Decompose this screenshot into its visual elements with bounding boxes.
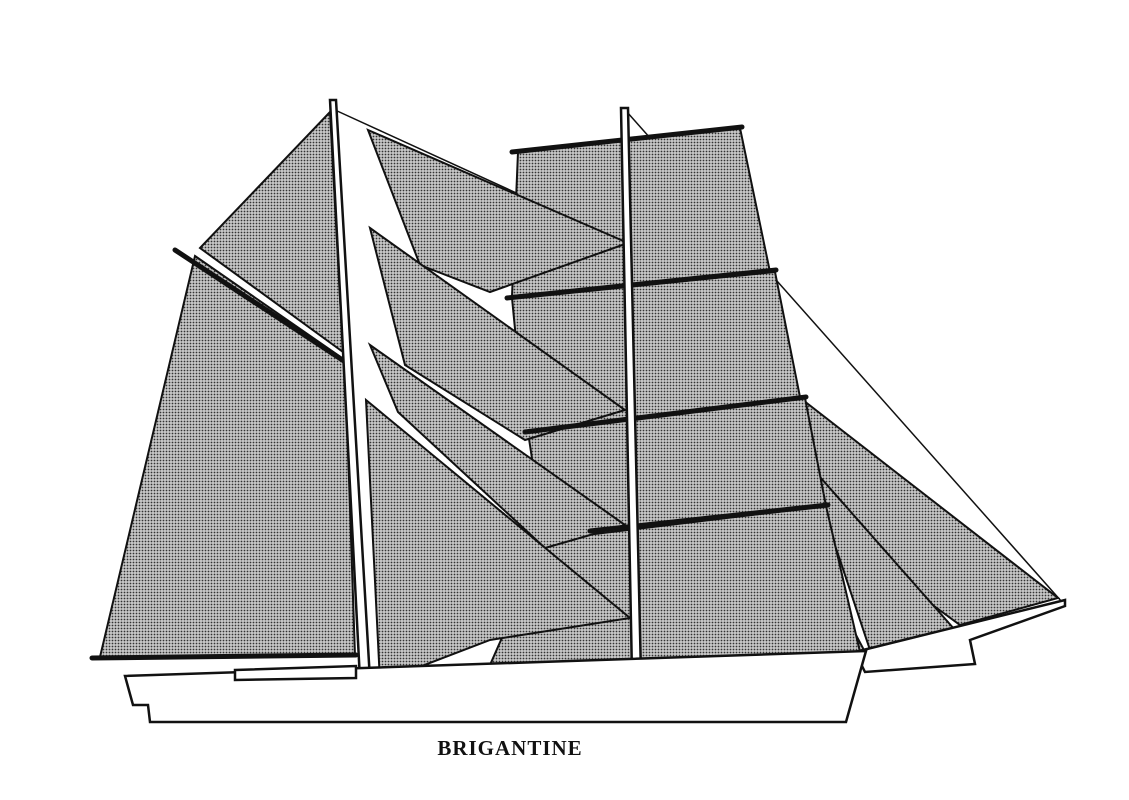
main-topmast-staysail — [368, 225, 628, 442]
staysails — [364, 128, 633, 684]
gaff — [172, 247, 353, 368]
hull — [123, 649, 868, 724]
deckhouse — [233, 664, 358, 682]
main-topgallant-staysail — [366, 128, 631, 294]
caption-title: BRIGANTINE — [437, 736, 583, 760]
boom — [89, 652, 359, 661]
bowsprit — [853, 598, 1067, 674]
mainsail-group — [89, 109, 359, 661]
main-staysail — [364, 397, 633, 684]
